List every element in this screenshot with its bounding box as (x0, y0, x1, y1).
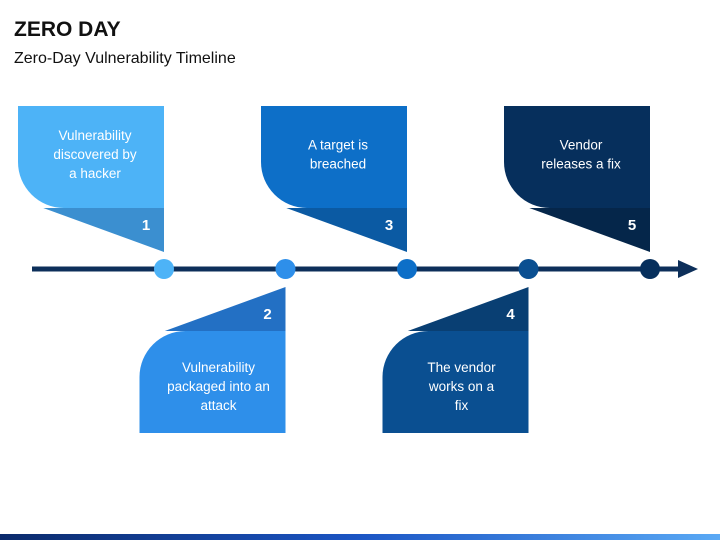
step-number: 1 (142, 217, 150, 234)
step-text-line: Vulnerability (182, 360, 255, 375)
step-text-line: The vendor (427, 360, 496, 375)
timeline-step-3: A target is breached 3 (261, 106, 417, 279)
timeline-dot (154, 259, 174, 279)
step-text-line: attack (200, 398, 236, 413)
slide-title: ZERO DAY (14, 18, 121, 41)
step-text-line: discovered by (53, 147, 137, 162)
step-pointer (529, 208, 650, 252)
step-text-line: fix (455, 398, 469, 413)
timeline-step-1: Vulnerability discovered by a hacker 1 (18, 106, 174, 279)
timeline-step-5: Vendor releases a fix 5 (504, 106, 660, 279)
step-pointer (286, 208, 407, 252)
step-number: 2 (263, 306, 271, 323)
timeline-dot (518, 259, 539, 279)
step-text-line: works on a (428, 379, 495, 394)
step-pointer (407, 287, 529, 331)
timeline-step-4: The vendor works on a fix 4 (382, 259, 539, 433)
step-text-line: Vendor (560, 138, 603, 153)
footer-accent-bar (0, 534, 720, 540)
timeline-dot (275, 259, 296, 279)
step-box (382, 331, 529, 433)
step-text-line: packaged into an (167, 379, 270, 394)
step-number: 5 (628, 217, 636, 234)
step-text-line: a hacker (69, 166, 121, 181)
step-box (18, 106, 164, 208)
step-box (504, 106, 650, 208)
step-pointer (164, 287, 286, 331)
step-text-line: A target is (308, 138, 368, 153)
timeline-dot (640, 259, 660, 279)
step-pointer (43, 208, 164, 252)
step-box (139, 331, 286, 433)
step-text-line: breached (310, 157, 366, 172)
step-text-line: Vulnerability (58, 128, 131, 143)
step-text-line: releases a fix (541, 157, 621, 172)
step-number: 4 (506, 306, 515, 323)
slide-subtitle: Zero-Day Vulnerability Timeline (14, 50, 236, 67)
timeline-arrowhead (678, 260, 698, 278)
timeline-dot (397, 259, 417, 279)
step-number: 3 (385, 217, 393, 234)
step-box (261, 106, 407, 208)
timeline-step-2: Vulnerability packaged into an attack 2 (139, 259, 296, 433)
